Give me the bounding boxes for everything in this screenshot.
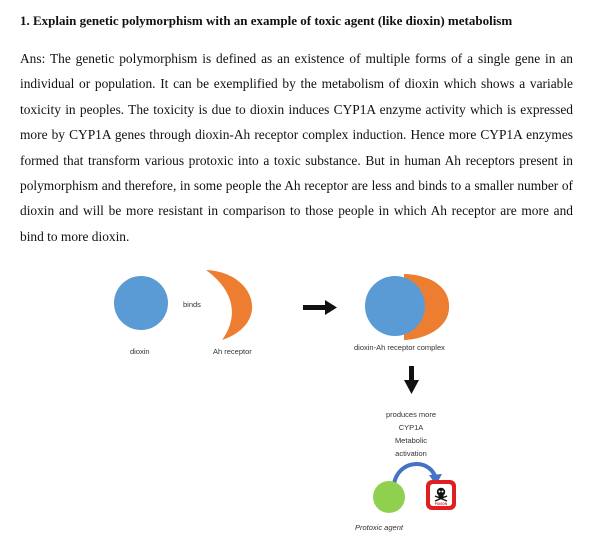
poison-icon: POISON	[426, 480, 456, 510]
dioxin-circle	[114, 276, 168, 330]
answer-paragraph: Ans: The genetic polymorphism is defined…	[20, 51, 573, 244]
right-arrow-icon	[303, 300, 337, 315]
poison-label: POISON	[435, 502, 448, 506]
produces-line-4: activation	[395, 449, 427, 458]
complex-shape	[365, 274, 450, 340]
dioxin-label: dioxin	[130, 347, 150, 356]
complex-label: dioxin-Ah receptor complex	[354, 343, 445, 352]
curved-arrow-icon	[392, 462, 442, 485]
down-arrow-icon	[404, 366, 419, 394]
protoxic-agent-circle	[373, 481, 405, 513]
binds-label: binds	[183, 300, 201, 309]
produces-line-2: CYP1A	[399, 423, 424, 432]
protoxic-agent-label: Protoxic agent	[355, 523, 404, 532]
produces-line-3: Metabolic	[395, 436, 427, 445]
ah-receptor-shape	[206, 270, 253, 340]
question-heading: 1. Explain genetic polymorphism with an …	[20, 13, 513, 28]
produces-line-1: produces more	[386, 410, 436, 419]
ah-receptor-label: Ah receptor	[213, 347, 252, 356]
